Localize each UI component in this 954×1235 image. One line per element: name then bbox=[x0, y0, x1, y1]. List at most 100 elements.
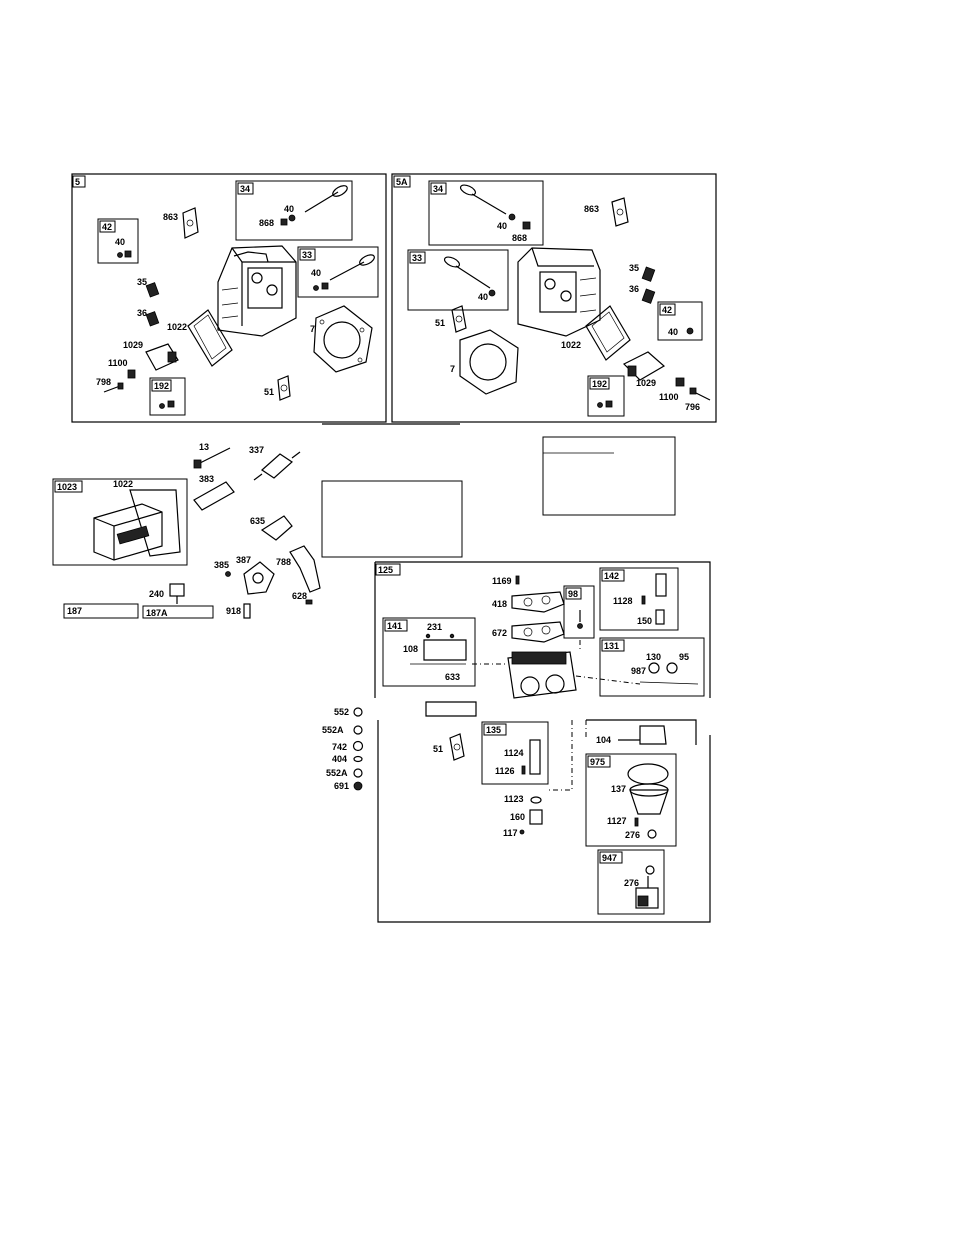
seal bbox=[597, 402, 603, 408]
callout-187: 187 bbox=[67, 606, 82, 616]
callout-1126: 1126 bbox=[495, 766, 515, 776]
callout-40-a5: 40 bbox=[497, 221, 507, 231]
panel-125-frame-top bbox=[374, 561, 711, 698]
subbox-34 bbox=[235, 180, 353, 241]
callout-1169: 1169 bbox=[492, 576, 512, 586]
retainer bbox=[167, 400, 175, 408]
callout-1123: 1123 bbox=[504, 794, 524, 804]
callout-552a: 552A bbox=[322, 725, 344, 735]
gasket-863-a bbox=[611, 197, 629, 227]
spark-plug-337 bbox=[253, 451, 301, 481]
spring-35 bbox=[145, 282, 160, 298]
gasket-418 bbox=[511, 591, 565, 613]
seal bbox=[488, 289, 496, 297]
callout-131: 131 bbox=[604, 641, 619, 651]
panel-5a-frame bbox=[391, 173, 717, 423]
part-385 bbox=[225, 571, 231, 577]
part-160 bbox=[529, 809, 543, 825]
subbox-33-a bbox=[407, 249, 509, 311]
panel-125-tag-box bbox=[375, 563, 401, 576]
subbox-192 bbox=[149, 377, 186, 416]
part-788 bbox=[289, 545, 321, 593]
subbox-tag-box bbox=[384, 619, 408, 632]
callout-51-c: 51 bbox=[433, 744, 443, 754]
callout-150: 150 bbox=[637, 616, 652, 626]
float-bowl-rim bbox=[629, 783, 669, 797]
subbox-1023 bbox=[52, 478, 188, 566]
callout-7: 7 bbox=[310, 324, 315, 334]
gasket-lower bbox=[425, 701, 477, 717]
callout-1029: 1029 bbox=[123, 340, 143, 350]
callout-276-b: 276 bbox=[624, 878, 639, 888]
callout-142: 142 bbox=[604, 571, 619, 581]
subbox-142 bbox=[599, 567, 679, 631]
shaft bbox=[639, 681, 699, 685]
port bbox=[523, 627, 533, 637]
callout-51: 51 bbox=[264, 387, 274, 397]
subbox-tag-box bbox=[601, 569, 625, 582]
main-jet bbox=[529, 739, 541, 775]
callout-975: 975 bbox=[590, 757, 605, 767]
callout-691: 691 bbox=[334, 781, 349, 791]
callout-33: 33 bbox=[302, 250, 312, 260]
callout-160: 160 bbox=[510, 812, 525, 822]
bolt-hole bbox=[357, 357, 363, 363]
seal bbox=[686, 327, 694, 335]
valve-head bbox=[359, 254, 375, 266]
subbox-34-tag-box bbox=[237, 182, 254, 195]
bore bbox=[323, 321, 361, 359]
retainer bbox=[522, 221, 531, 230]
panel-125-tag: 125 bbox=[378, 565, 393, 575]
valve-stem bbox=[455, 265, 491, 289]
middle-section: 13 337 383 1023 1022 635 385 bbox=[52, 423, 676, 619]
gasket-672 bbox=[511, 621, 565, 643]
cylinder-head bbox=[217, 245, 297, 337]
gasket-231 bbox=[423, 639, 467, 661]
panel-5-frame bbox=[71, 173, 387, 423]
callout-34: 34 bbox=[240, 184, 250, 194]
callout-1029-a: 1029 bbox=[636, 378, 656, 388]
carburetor-body bbox=[507, 651, 577, 699]
gasket-hole bbox=[455, 315, 463, 323]
panel-5a: 5A 34 40 868 863 33 40 35 bbox=[391, 173, 717, 423]
part-276-b bbox=[645, 865, 655, 875]
gasket-7 bbox=[313, 305, 373, 373]
callout-42-a: 42 bbox=[662, 305, 672, 315]
valve-spring-seal bbox=[288, 214, 296, 222]
callout-35: 35 bbox=[137, 277, 147, 287]
spring-36-a bbox=[641, 288, 656, 304]
blank-box-2 bbox=[542, 436, 676, 516]
subbox-42-tag-box bbox=[99, 220, 116, 233]
callout-42: 42 bbox=[102, 222, 112, 232]
callout-1100: 1100 bbox=[108, 358, 128, 368]
subbox-98 bbox=[563, 585, 595, 639]
spring bbox=[627, 365, 637, 377]
callout-141: 141 bbox=[387, 621, 402, 631]
callout-1023: 1023 bbox=[57, 482, 77, 492]
gasket-51-c bbox=[449, 733, 465, 761]
bolt-hole bbox=[319, 319, 325, 325]
valve-retainer bbox=[280, 218, 288, 226]
callout-276-a: 276 bbox=[625, 830, 640, 840]
callout-1022-m: 1022 bbox=[113, 479, 133, 489]
gasket-inner bbox=[591, 311, 625, 353]
valve-head bbox=[459, 184, 477, 196]
bolt-head bbox=[689, 387, 697, 395]
callout-231: 231 bbox=[427, 622, 442, 632]
callout-187a: 187A bbox=[146, 608, 168, 618]
part-635 bbox=[260, 515, 293, 541]
callout-36-a: 36 bbox=[629, 284, 639, 294]
callout-798: 798 bbox=[96, 377, 111, 387]
bolt-head bbox=[117, 382, 124, 390]
part-691 bbox=[353, 781, 363, 791]
bolt-13 bbox=[197, 447, 231, 465]
callout-918: 918 bbox=[226, 606, 241, 616]
callout-7-a: 7 bbox=[450, 364, 455, 374]
part-240 bbox=[169, 583, 185, 604]
subbox-42 bbox=[97, 218, 139, 264]
panel-125: 125 1169 418 672 98 142 1128 150 141 2 bbox=[374, 561, 711, 923]
cylinder-head-a bbox=[517, 247, 601, 337]
callout-1127: 1127 bbox=[607, 816, 627, 826]
float-bracket bbox=[655, 573, 667, 597]
port bbox=[541, 595, 551, 605]
